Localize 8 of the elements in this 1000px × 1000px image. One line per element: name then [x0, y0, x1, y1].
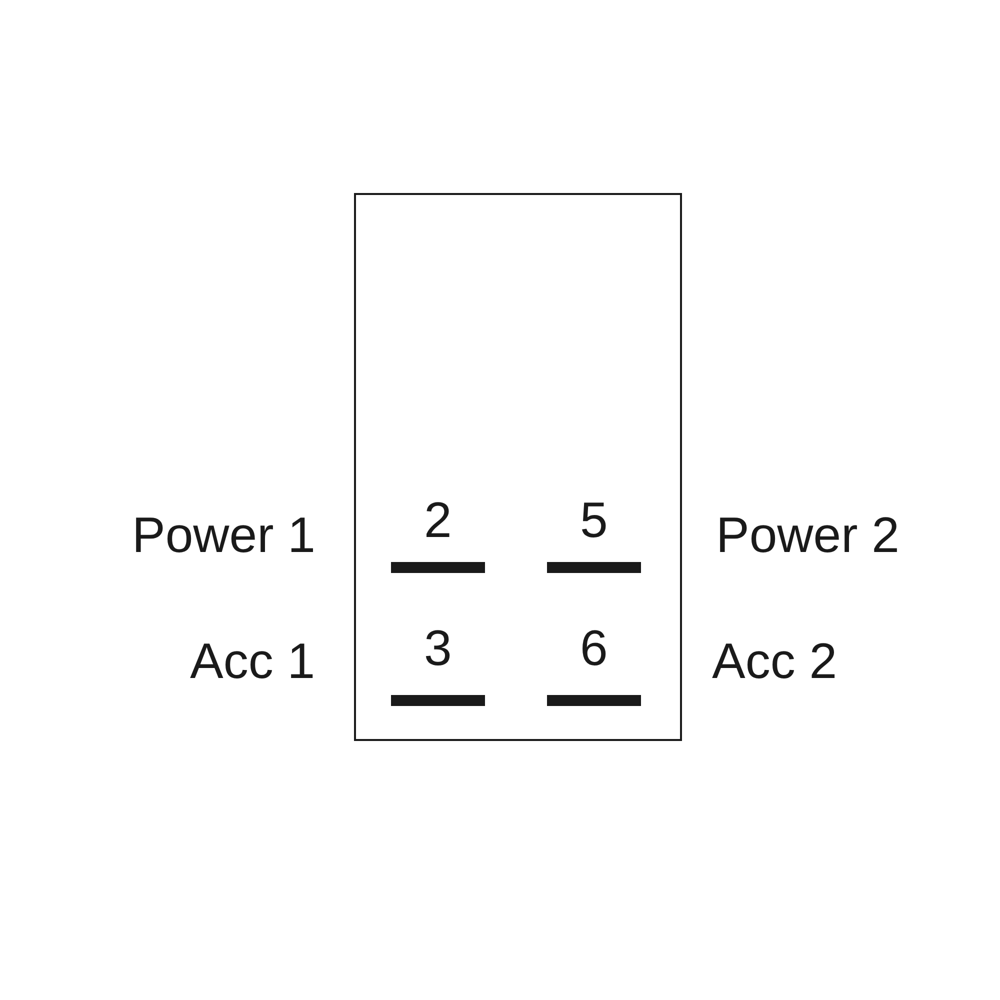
terminal-label: Acc 2: [712, 633, 838, 689]
terminal-label: Power 1: [132, 507, 316, 563]
pin-number: 2: [424, 492, 452, 548]
pin-number: 3: [424, 620, 452, 676]
terminal-label: Acc 1: [190, 633, 316, 689]
pin-number: 5: [580, 492, 608, 548]
pin-number: 6: [580, 620, 608, 676]
terminal-label: Power 2: [716, 507, 900, 563]
